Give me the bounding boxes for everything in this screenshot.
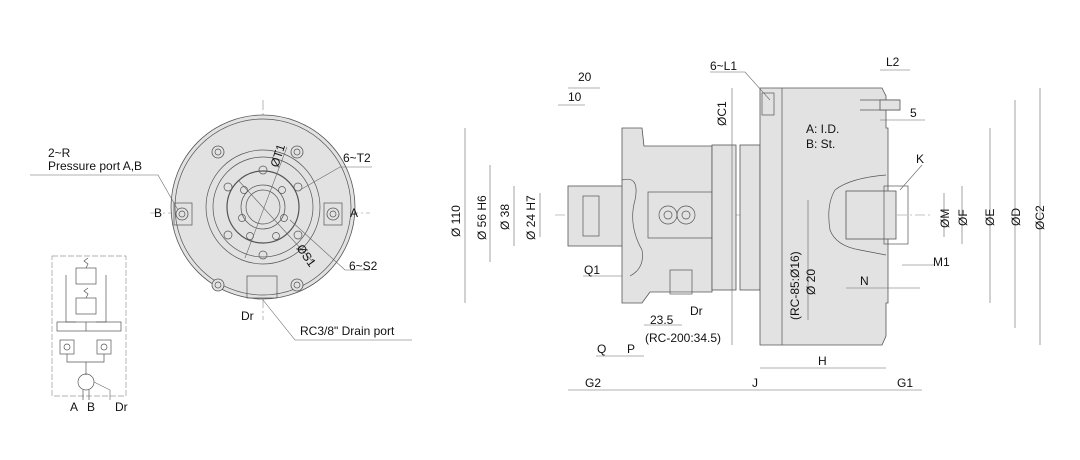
dim-m: ØM (938, 209, 952, 228)
note-b: B: St. (806, 137, 835, 151)
t1-label: ØT1 (268, 142, 289, 169)
bore (845, 190, 897, 240)
dim-f: ØF (956, 209, 970, 226)
drain-port-label: RC3/8" Drain port (300, 324, 395, 338)
pressure-port-label: Pressure port A,B (48, 159, 142, 173)
cylinder (56, 321, 122, 332)
s2-label: 6~S2 (349, 259, 378, 273)
shaft (567, 185, 624, 247)
check-valve-b (96, 339, 112, 355)
dim-q: Q (597, 342, 606, 356)
dim-10: 10 (568, 90, 582, 104)
rotor-flange (759, 87, 889, 346)
schematic-port-a: A (70, 400, 78, 414)
side-view: 20 10 Ø 110 Ø 56 H6 Ø 38 Ø 24 H7 Q1 Q P … (449, 55, 1047, 391)
dim-d110: Ø 110 (449, 205, 463, 237)
dim-d: ØD (1009, 208, 1023, 226)
dim-k: K (916, 152, 924, 166)
port-a-label: A (350, 206, 358, 220)
dim-n: N (860, 274, 869, 288)
housing (621, 127, 713, 304)
dim-l2: L2 (886, 55, 900, 69)
schematic-port-b: B (87, 400, 95, 414)
front-view: 2~R Pressure port A,B B A ØT1 6~T2 ØS1 6… (30, 100, 412, 341)
dim-d24: Ø 24 H7 (524, 195, 538, 240)
drain-label-side: Dr (690, 304, 703, 318)
relief-valve-1 (75, 267, 97, 285)
dim-c2: ØC2 (1033, 205, 1047, 230)
drain-label: Dr (241, 309, 254, 323)
dim-d56: Ø 56 H6 (475, 195, 489, 240)
dim-rc200: (RC-200:34.5) (645, 331, 721, 345)
t2-label: 6~T2 (343, 151, 371, 165)
dim-g1: G1 (897, 376, 913, 390)
dim-5: 5 (910, 106, 917, 120)
check-valve-a (59, 339, 75, 355)
dim-m1: M1 (933, 255, 950, 269)
schematic-port-dr: Dr (115, 400, 128, 414)
dim-q1: Q1 (584, 263, 600, 277)
dim-h: H (818, 354, 827, 368)
dim-g2: G2 (585, 376, 601, 390)
note-a: A: I.D. (806, 122, 839, 136)
dim-p: P (627, 342, 635, 356)
bolt (879, 99, 901, 111)
port-b-boss (173, 202, 193, 226)
dim-c1: ØC1 (715, 101, 729, 126)
dim-j: J (752, 376, 758, 390)
dim-e: ØE (983, 209, 997, 226)
dimension-lines (464, 69, 1041, 391)
port-b-label: B (154, 206, 162, 220)
dim-l1: 6~L1 (710, 59, 737, 73)
neck (711, 144, 737, 291)
dim-23-5: 23.5 (650, 313, 674, 327)
port-a-boss (323, 202, 343, 226)
rotary-joint-symbol (77, 373, 95, 391)
dim-rc85: (RC-85:Ø16) (788, 251, 802, 320)
dim-d20: Ø 20 (804, 269, 818, 295)
pressure-port-count: 2~R (48, 146, 71, 160)
hydraulic-schematic: A B Dr (51, 255, 128, 414)
dim-d38: Ø 38 (498, 204, 512, 230)
dim-20: 20 (578, 70, 592, 84)
relief-valve-2 (75, 297, 97, 315)
drain-port-boss (246, 275, 278, 299)
